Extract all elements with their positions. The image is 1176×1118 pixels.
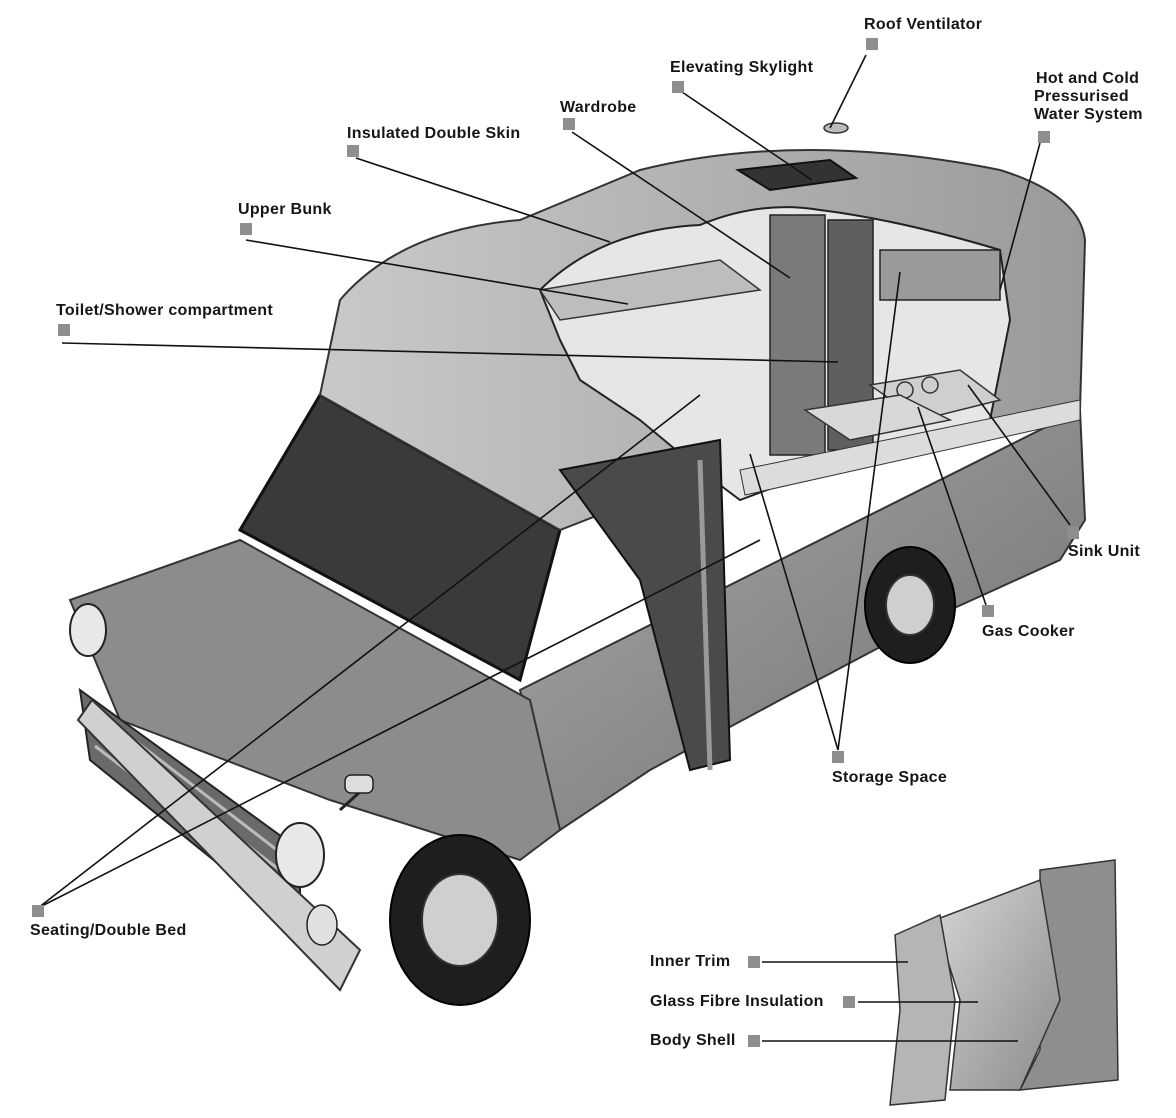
marker-wardrobe [563,118,575,130]
label-hot-cold-water-line2: Pressurised [1034,88,1129,105]
leader-lines [37,54,1071,1042]
label-body-shell: Body Shell [650,1032,736,1049]
van-front-hood [68,538,562,862]
marker-inner-trim [748,956,760,968]
wall-section-insulation [934,878,1061,1091]
marker-body-shell [748,1035,760,1047]
label-hot-cold-water: Hot and Cold Pressurised Water System [1034,70,1143,124]
label-glass-fibre-insulation: Glass Fibre Insulation [650,993,824,1010]
wall-section-trim [889,913,956,1106]
marker-hot-cold-water [1038,131,1050,143]
label-wardrobe: Wardrobe [560,99,637,116]
label-storage-space: Storage Space [832,769,948,786]
label-sink-unit: Sink Unit [1068,543,1141,560]
upper-bunk-shape [538,259,762,321]
marker-upper-bunk [240,223,252,235]
headlamp [275,822,325,888]
label-toilet-shower: Toilet/Shower compartment [56,302,274,319]
label-hot-cold-water-line3: Water System [1034,106,1143,123]
label-hot-cold-water-line1: Hot and Cold [1036,70,1140,87]
skylight [735,158,859,192]
label-roof-ventilator: Roof Ventilator [864,16,983,33]
label-elevating-skylight: Elevating Skylight [670,59,814,76]
marker-gas-cooker [982,605,994,617]
marker-sink-unit [1067,527,1079,539]
marker-toilet-shower [58,324,70,336]
label-gas-cooker: Gas Cooker [982,623,1075,640]
label-seating-double-bed: Seating/Double Bed [30,922,187,939]
wardrobe-panel [769,214,826,456]
roof-vent [823,122,849,134]
label-inner-trim: Inner Trim [650,953,731,970]
label-insulated-double-skin: Insulated Double Skin [347,125,521,142]
marker-seating-double-bed [32,905,44,917]
marker-insulated-double-skin [347,145,359,157]
marker-glass-fibre-insulation [843,996,855,1008]
marker-roof-ventilator [866,38,878,50]
marker-storage-space [832,751,844,763]
van-bumper [76,698,362,992]
marker-elevating-skylight [672,81,684,93]
label-upper-bunk: Upper Bunk [238,201,332,218]
